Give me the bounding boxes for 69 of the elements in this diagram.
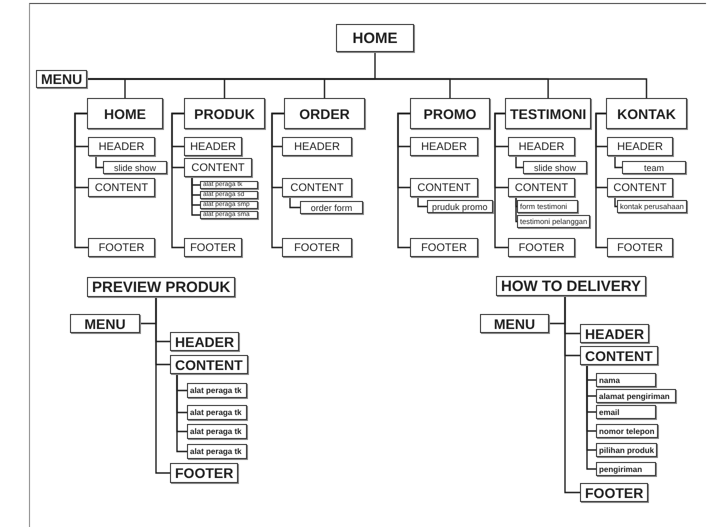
connector-line: [176, 374, 187, 452]
section-box: CONTENT: [508, 178, 575, 197]
connector-line: [586, 365, 596, 470]
connector-line: [74, 112, 88, 248]
page-box: HOME: [87, 98, 163, 129]
page-box: ORDER: [284, 98, 365, 129]
section-box: HEADER: [88, 137, 155, 156]
connector-line: [271, 112, 284, 248]
connector-line: [397, 112, 410, 248]
item-box: alamat pengiriman: [596, 389, 676, 403]
menu-box: MENU: [70, 314, 140, 333]
section-box: HEADER: [508, 137, 575, 156]
connector-line: [595, 112, 607, 248]
page-box: KONTAK: [606, 98, 687, 129]
item-box: email: [596, 405, 656, 419]
connector-line: [564, 296, 580, 494]
section-box: HEADER: [607, 137, 673, 156]
section-box: FOOTER: [580, 483, 648, 502]
connector-line: [417, 197, 427, 208]
page-box: PRODUK: [184, 98, 265, 129]
item-box: order form: [300, 201, 363, 214]
connector-line: [289, 197, 300, 208]
section-box: CONTENT: [607, 178, 673, 197]
menu-box: MENU: [36, 70, 88, 88]
section-box: HEADER: [410, 137, 478, 156]
item-box: team: [622, 161, 686, 174]
item-box: pilihan produk: [596, 443, 658, 457]
item-box: pruduk promo: [427, 200, 493, 213]
section-box: FOOTER: [184, 238, 242, 257]
item-box: alat peraga tk: [187, 383, 247, 398]
item-box: nama: [596, 373, 656, 387]
section-box: HEADER: [184, 137, 242, 156]
page-box: HOW TO DELIVERY: [496, 276, 646, 296]
connector-line: [614, 156, 622, 168]
section-box: FOOTER: [508, 238, 575, 257]
connector-line: [515, 156, 523, 168]
item-box: slide show: [523, 161, 587, 174]
item-box: slide show: [103, 161, 167, 174]
item-box: alat peraga tk: [187, 444, 247, 459]
section-box: FOOTER: [88, 238, 155, 257]
connector-line: [494, 112, 508, 248]
connector-line: [95, 156, 103, 168]
section-box: CONTENT: [282, 178, 352, 197]
section-box: CONTENT: [88, 178, 155, 197]
section-box: FOOTER: [282, 238, 352, 257]
page-box: TESTIMONI: [505, 98, 592, 129]
section-box: FOOTER: [607, 238, 673, 257]
section-box: CONTENT: [580, 346, 658, 365]
item-box: alat peraga tk: [187, 405, 247, 420]
section-box: HEADER: [580, 324, 650, 343]
connector-line: [155, 297, 170, 474]
connector-line: [191, 177, 200, 216]
section-box: HEADER: [282, 137, 352, 156]
item-box: pengiriman: [596, 462, 656, 476]
section-box: FOOTER: [170, 463, 238, 483]
item-box: nomor telepon: [596, 424, 658, 438]
menu-box: MENU: [480, 314, 549, 333]
connector-line: [171, 112, 184, 248]
section-box: CONTENT: [170, 355, 248, 374]
item-box: alat peraga tk: [187, 424, 247, 439]
page-box: HOME: [336, 24, 414, 52]
section-box: FOOTER: [410, 238, 478, 257]
page-box: PROMO: [410, 98, 490, 129]
section-box: CONTENT: [184, 158, 252, 177]
connector-line: [515, 197, 518, 222]
section-box: CONTENT: [410, 178, 478, 197]
page-box: PREVIEW PRODUK: [87, 277, 236, 297]
connector-line: [614, 197, 617, 208]
section-box: HEADER: [170, 332, 240, 351]
